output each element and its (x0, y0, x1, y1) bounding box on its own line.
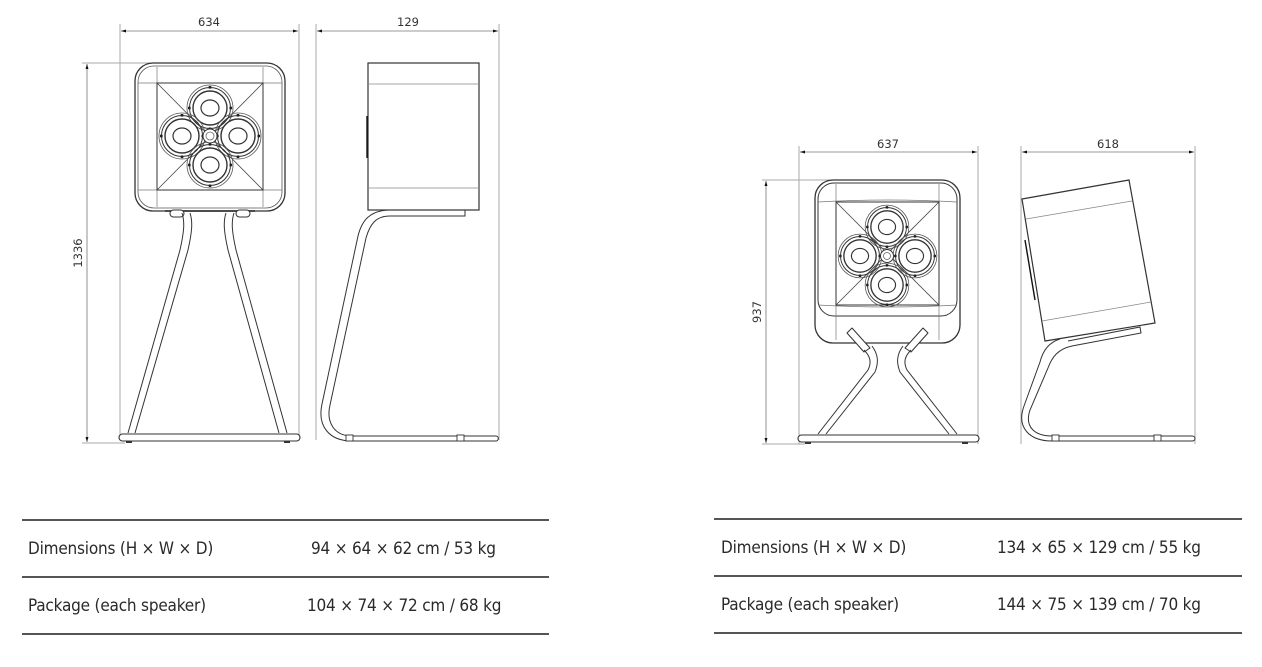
right-spec-table: Dimensions (H × W × D) 134 × 65 × 129 cm… (714, 518, 1242, 634)
left-side-view (315, 24, 500, 442)
right-front-view (762, 146, 980, 445)
right-side-depth-dimension: 618 (1097, 137, 1119, 151)
spec-value: 104 × 74 × 72 cm / 68 kg (307, 596, 502, 616)
left-side-depth-dimension: 129 (397, 15, 419, 29)
right-front-width-dimension: 637 (877, 137, 899, 151)
spec-label: Dimensions (H × W × D) (28, 539, 214, 559)
divider (22, 519, 549, 521)
spec-row-dimensions: Dimensions (H × W × D) 134 × 65 × 129 cm… (714, 520, 1242, 576)
spec-value: 144 × 75 × 139 cm / 70 kg (997, 595, 1201, 615)
right-side-view (1020, 146, 1196, 444)
left-height-dimension: 1336 (71, 238, 85, 267)
divider (714, 632, 1242, 634)
left-front-view (82, 24, 301, 444)
spec-label: Package (each speaker) (28, 596, 206, 616)
spec-label: Dimensions (H × W × D) (721, 538, 907, 558)
spec-label: Package (each speaker) (721, 595, 899, 615)
divider (714, 575, 1242, 577)
spec-row-dimensions: Dimensions (H × W × D) 94 × 64 × 62 cm /… (22, 521, 549, 577)
spec-row-package: Package (each speaker) 144 × 75 × 139 cm… (714, 577, 1242, 633)
right-height-dimension: 937 (750, 301, 764, 323)
divider (22, 633, 549, 635)
spec-value: 134 × 65 × 129 cm / 55 kg (997, 538, 1201, 558)
spec-value: 94 × 64 × 62 cm / 53 kg (311, 539, 496, 559)
spec-row-package: Package (each speaker) 104 × 74 × 72 cm … (22, 578, 549, 634)
divider (714, 518, 1242, 520)
left-spec-table: Dimensions (H × W × D) 94 × 64 × 62 cm /… (22, 519, 549, 635)
left-front-width-dimension: 634 (198, 15, 220, 29)
divider (22, 576, 549, 578)
